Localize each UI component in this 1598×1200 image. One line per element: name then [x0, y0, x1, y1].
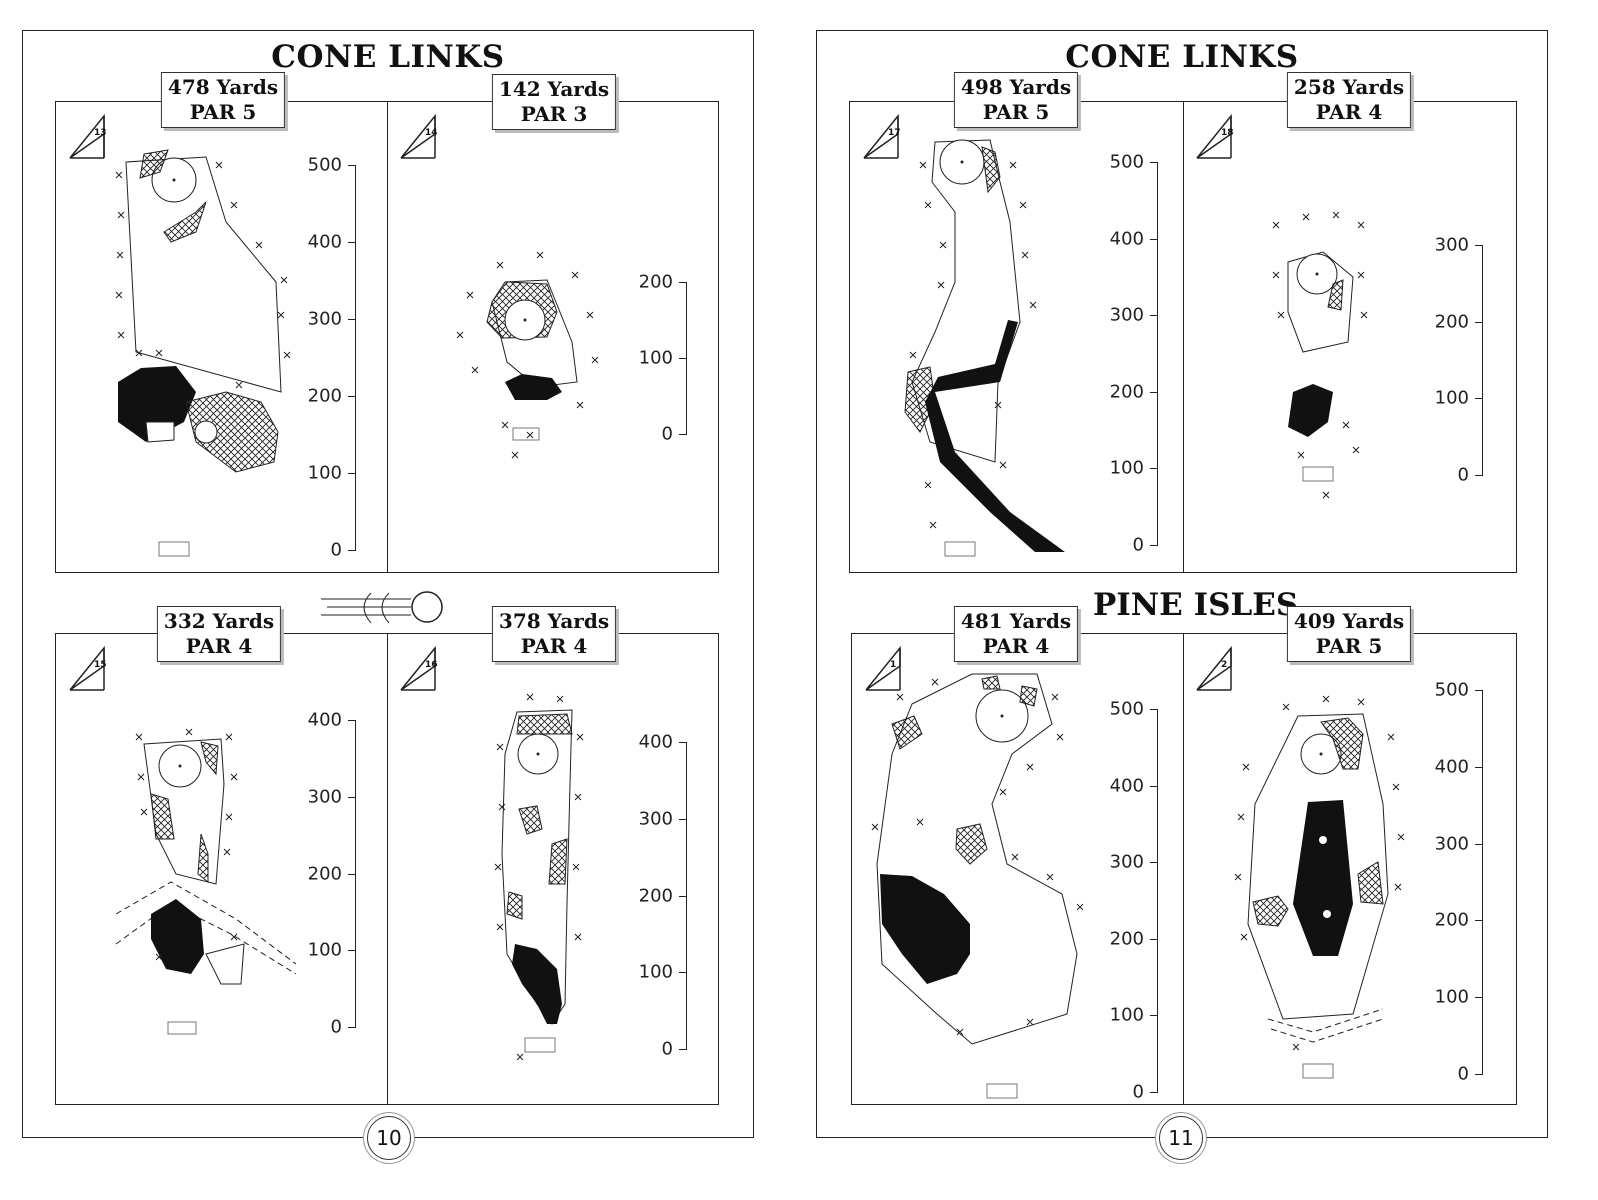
hole-map — [904, 139, 1065, 557]
hole-number: 16 — [425, 660, 438, 670]
holes-panel-top: 13 500 400 300 — [55, 72, 719, 573]
left-page: CONE LINKS 13 — [22, 30, 754, 1160]
hole-yardage-label: 478 Yards PAR 5 — [160, 72, 286, 128]
hole-yardage-label: 409 Yards PAR 5 — [1286, 606, 1412, 662]
hole-number: 13 — [94, 128, 107, 138]
flag-icon: 18 — [1195, 113, 1239, 160]
hole-yardage-label: 258 Yards PAR 4 — [1286, 72, 1412, 128]
hole-card: 2 500 400 — [1183, 606, 1516, 1104]
hole-card: 14 200 100 0 142 Yards PAR — [387, 74, 718, 572]
tree-marks — [115, 161, 291, 389]
hole-map — [1234, 695, 1405, 1079]
flag-icon: 16 — [399, 645, 443, 692]
yardage-scale: 500 400 300 200 100 0 — [1098, 152, 1158, 556]
page-number: 11 — [1159, 1116, 1203, 1160]
hole-yardage-label: 498 Yards PAR 5 — [953, 72, 1079, 128]
hole-number: 18 — [1221, 128, 1234, 138]
yardage-scale: 500 400 300 200 100 0 — [1098, 699, 1158, 1103]
hole-card: 1 500 400 300 200 — [852, 606, 1183, 1104]
yardage-scale: 500 400 300 200 100 0 — [1423, 680, 1483, 1085]
yardage-scale: 400 300 200 100 0 — [296, 710, 356, 1038]
hole-map — [115, 149, 291, 557]
holes-panel-bottom: 1 500 400 300 200 — [851, 606, 1517, 1105]
section-title: PINE ISLES — [1085, 587, 1307, 623]
hole-card: 16 400 300 200 100 — [387, 606, 718, 1104]
golf-ball-icon — [321, 591, 443, 624]
hole-number: 2 — [1221, 660, 1228, 670]
holes-panel-bottom: 15 400 300 — [55, 606, 719, 1105]
hole-map — [494, 693, 584, 1061]
page-number: 10 — [367, 1116, 411, 1160]
right-page: CONE LINKS 17 50 — [816, 30, 1548, 1160]
yardage-scale: 200 100 0 — [627, 272, 687, 445]
hole-number: 15 — [94, 660, 107, 670]
hole-yardage-label: 142 Yards PAR 3 — [491, 74, 617, 130]
hole-yardage-label: 378 Yards PAR 4 — [491, 606, 617, 662]
hole-map — [115, 728, 297, 1035]
flag-icon: 13 — [68, 113, 112, 160]
flag-icon: 17 — [862, 113, 906, 160]
hole-card: 17 500 400 300 200 100 — [850, 72, 1183, 572]
hole-map — [456, 251, 599, 459]
hole-card: 18 300 200 100 0 258 Yards — [1183, 72, 1516, 572]
hole-yardage-label: 481 Yards PAR 4 — [953, 606, 1079, 662]
flag-icon: 15 — [68, 645, 112, 692]
hole-map — [871, 673, 1084, 1099]
hole-card: 15 400 300 — [56, 606, 387, 1104]
holes-panel-top: 17 500 400 300 200 100 — [849, 72, 1517, 573]
hole-map — [1272, 211, 1368, 499]
flag-icon: 2 — [1195, 645, 1239, 692]
hole-number: 1 — [890, 660, 897, 670]
hole-number: 14 — [425, 128, 438, 138]
hole-yardage-label: 332 Yards PAR 4 — [156, 606, 282, 662]
yardage-scale: 300 200 100 0 — [1423, 235, 1483, 486]
page-title: CONE LINKS — [271, 39, 505, 75]
flag-icon: 1 — [864, 645, 908, 692]
yardage-scale: 500 400 300 200 100 0 — [296, 155, 356, 561]
hole-number: 17 — [888, 128, 901, 138]
hole-card: 13 500 400 300 — [56, 72, 387, 572]
yardage-scale: 400 300 200 100 0 — [627, 732, 687, 1060]
page-title: CONE LINKS — [1065, 39, 1299, 75]
flag-icon: 14 — [399, 113, 443, 160]
